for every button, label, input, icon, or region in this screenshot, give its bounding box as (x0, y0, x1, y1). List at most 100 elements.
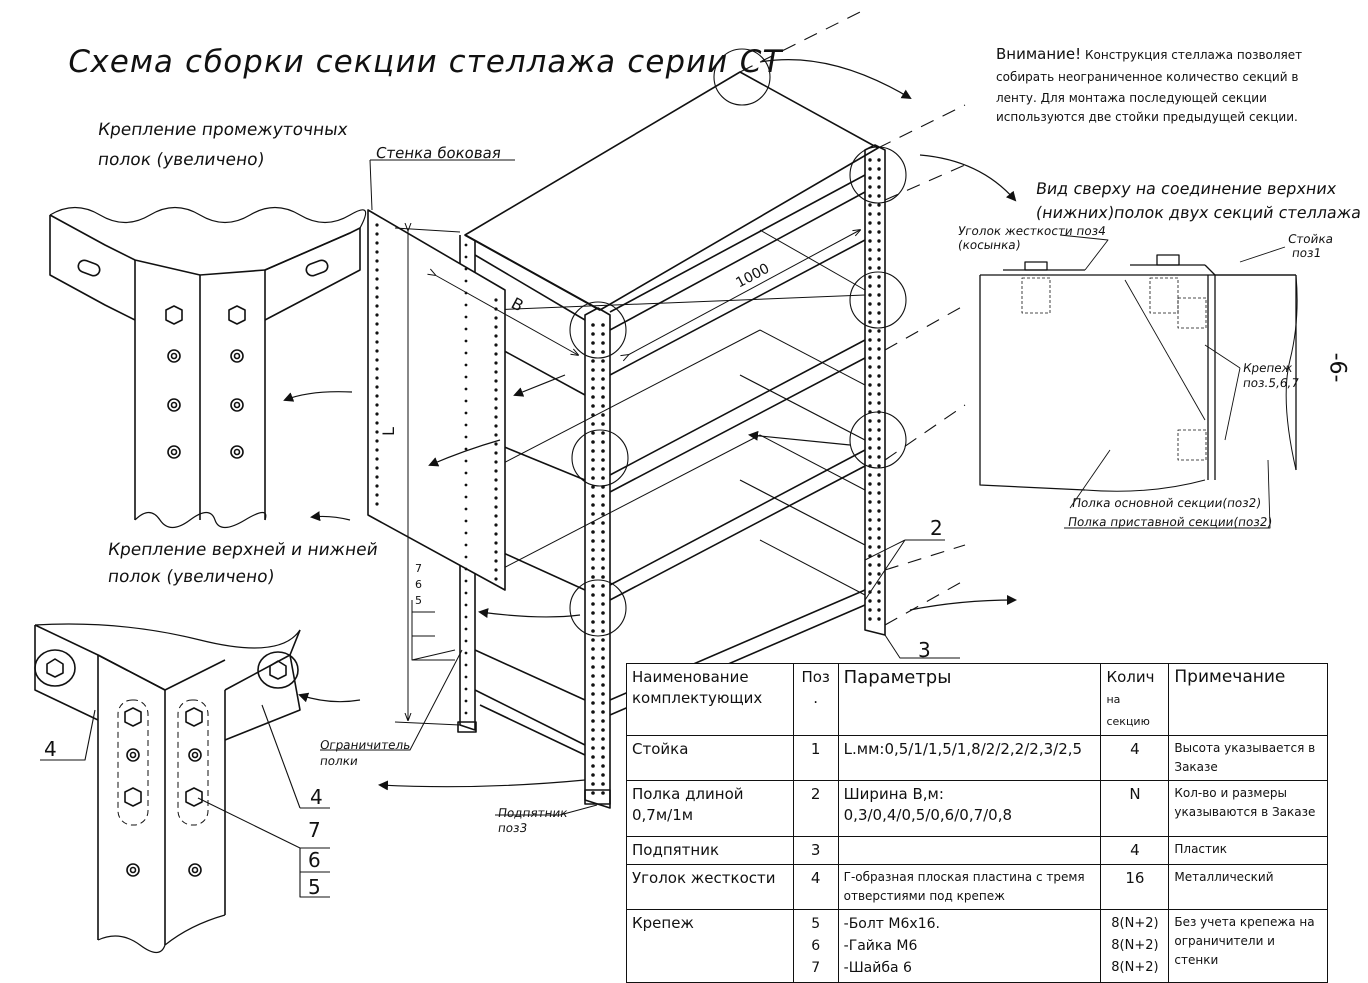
perforation-hole (591, 404, 595, 408)
perforation-hole (877, 428, 881, 432)
perforation-hole (591, 584, 595, 588)
foot-label-1: Подпятник (497, 806, 569, 820)
perforation-hole (601, 368, 605, 372)
perforation-hole (591, 557, 595, 561)
perforation-hole (877, 392, 881, 396)
shelf-main-label: Полка основной секции(поз2) (1071, 496, 1262, 510)
perforation-hole (464, 507, 468, 511)
perforation-hole (868, 599, 872, 603)
perforation-hole (601, 341, 605, 345)
perforation-hole (375, 232, 379, 236)
foot-front (584, 789, 611, 805)
perforation-hole (877, 158, 881, 162)
perforation-hole (868, 167, 872, 171)
perforation-hole (375, 430, 379, 434)
perforation-hole (601, 377, 605, 381)
perforation-hole (877, 464, 881, 468)
perforation-hole (868, 221, 872, 225)
perforation-hole (464, 675, 468, 679)
perforation-hole (877, 437, 881, 441)
perforation-hole (868, 239, 872, 243)
page-number: -6- (1324, 352, 1350, 383)
cell-qty: 4 (1100, 836, 1170, 865)
perforation-hole (877, 491, 881, 495)
perforation-hole (601, 521, 605, 525)
perforation-hole (464, 531, 468, 535)
perforation-hole (464, 483, 468, 487)
perforation-hole (868, 374, 872, 378)
perforation-hole (464, 315, 468, 319)
perforation-hole (464, 375, 468, 379)
side-wall-label: Стенка боковая (374, 144, 503, 162)
perforation-hole (494, 442, 498, 446)
perforation-hole (601, 503, 605, 507)
post-label-2: поз1 (1291, 246, 1323, 260)
notice-heading: Внимание! (996, 45, 1082, 63)
perforation-hole (877, 383, 881, 387)
perforation-hole (868, 257, 872, 261)
perforation-hole (601, 737, 605, 741)
perforation-hole (591, 647, 595, 651)
perforation-hole (877, 167, 881, 171)
perforation-hole (494, 352, 498, 356)
perforation-hole (464, 291, 468, 295)
perforation-hole (591, 575, 595, 579)
perforation-hole (868, 329, 872, 333)
perforation-hole (464, 687, 468, 691)
perforation-hole (868, 194, 872, 198)
perforation-hole (601, 530, 605, 534)
perforation-hole (494, 343, 498, 347)
perforation-hole (464, 279, 468, 283)
perforation-hole (601, 440, 605, 444)
perforation-hole (868, 590, 872, 594)
perforation-hole (868, 572, 872, 576)
perforation-hole (601, 395, 605, 399)
perforation-hole (591, 773, 595, 777)
perforation-hole (591, 458, 595, 462)
perforation-hole (601, 719, 605, 723)
perforation-hole (591, 710, 595, 714)
perforation-hole (591, 341, 595, 345)
perforation-hole (601, 710, 605, 714)
perforation-hole (601, 323, 605, 327)
cell-qty: N (1100, 780, 1170, 837)
perforation-hole (591, 440, 595, 444)
perforation-hole (601, 746, 605, 750)
fastener-label-2: поз.5,6,7 (1242, 376, 1300, 390)
perforation-hole (464, 255, 468, 259)
perforation-hole (591, 512, 595, 516)
perforation-hole (877, 329, 881, 333)
perforation-hole (591, 368, 595, 372)
perforation-hole (601, 656, 605, 660)
perforation-hole (877, 536, 881, 540)
perforation-hole (868, 464, 872, 468)
perforation-hole (601, 665, 605, 669)
perforation-hole (375, 295, 379, 299)
cell-name: Подпятник (626, 836, 794, 865)
perforation-hole (591, 449, 595, 453)
perforation-hole (375, 304, 379, 308)
perforation-hole (877, 446, 881, 450)
perforation-hole (591, 665, 595, 669)
perforation-hole (601, 422, 605, 426)
perforation-hole (375, 484, 379, 488)
perforation-hole (464, 459, 468, 463)
perforation-hole (591, 602, 595, 606)
perforation-hole (868, 446, 872, 450)
perforation-hole (464, 351, 468, 355)
perforation-hole (591, 431, 595, 435)
perforation-hole (601, 674, 605, 678)
perforation-hole (601, 476, 605, 480)
perforation-hole (494, 298, 498, 302)
perforation-hole (877, 356, 881, 360)
rack-main (320, 11, 966, 816)
perforation-hole (591, 467, 595, 471)
perforation-hole (601, 755, 605, 759)
intermediate-mount-label-2: полок (увеличено) (96, 150, 266, 170)
perforation-hole (375, 250, 379, 254)
perforation-hole (601, 764, 605, 768)
perforation-hole (591, 701, 595, 705)
